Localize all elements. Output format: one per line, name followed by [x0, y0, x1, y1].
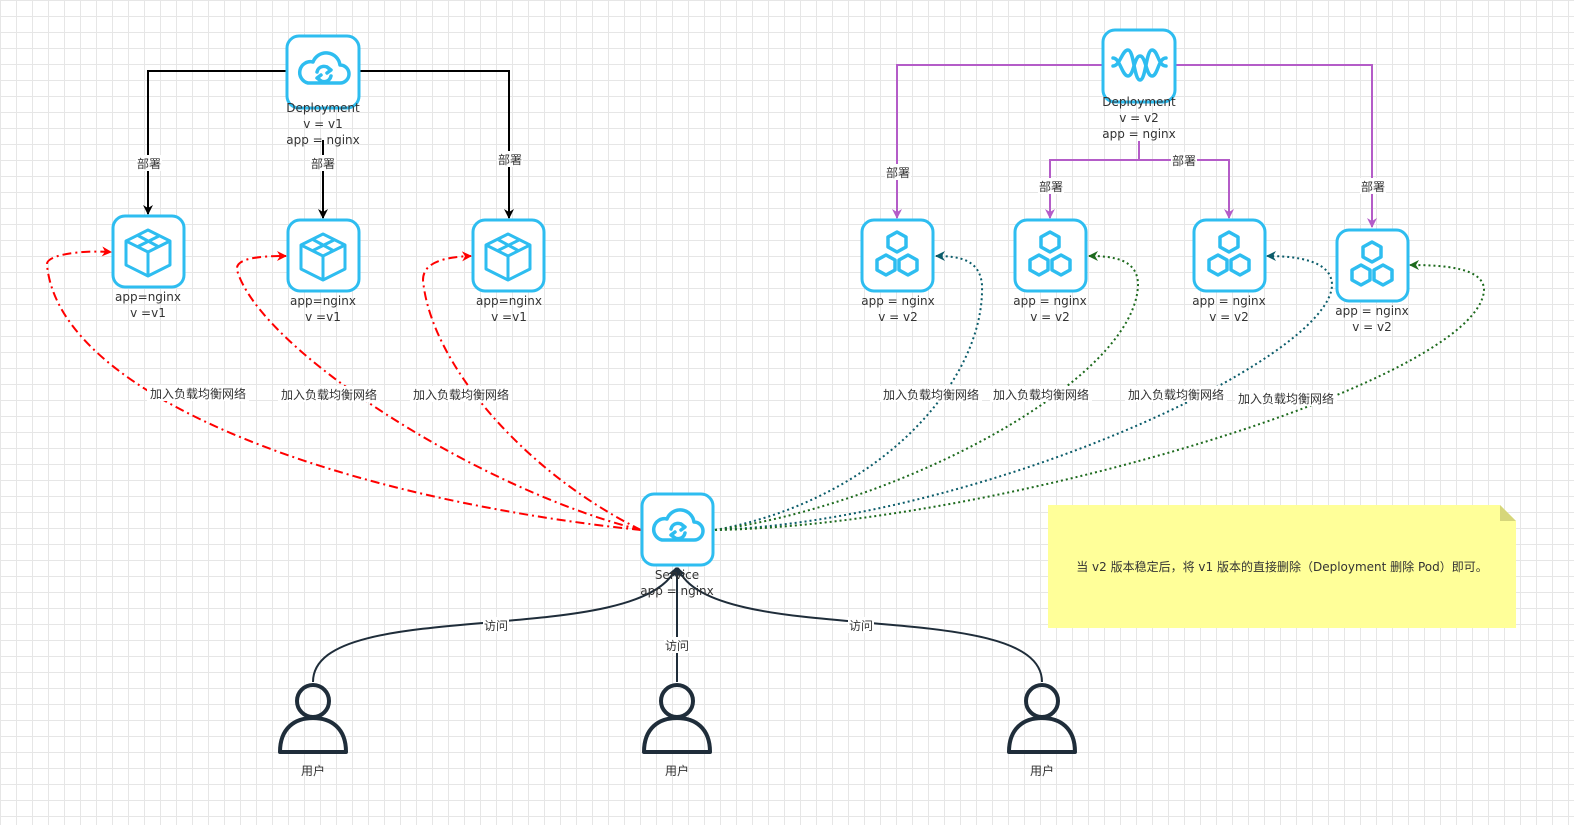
user-label: 用户 — [301, 763, 325, 778]
edge-lb-v2-pod4 — [714, 260, 1486, 531]
edge-label-join-lb: 加入负载均衡网络 — [1238, 391, 1334, 406]
pod-v2-1[interactable]: app = nginx v = v2 — [860, 218, 935, 324]
deployment-v1-label-line3: app = nginx — [286, 133, 360, 147]
cloud-sync-icon — [652, 508, 705, 542]
edge-label-access: 访问 — [484, 619, 508, 633]
deployment-v2-label-line1: Deployment — [1102, 95, 1176, 109]
deployment-v1-label-line1: Deployment — [286, 101, 360, 115]
hexagon-cluster-icon — [1028, 230, 1072, 277]
hexagon-cluster-icon — [875, 230, 919, 277]
edge-label-join-lb: 加入负载均衡网络 — [150, 386, 246, 401]
user-icon — [1007, 683, 1077, 754]
pod-v2-label-line2: v = v2 — [878, 310, 918, 324]
pod-v1-label-line2: v =v1 — [130, 306, 166, 320]
pod-v2-4[interactable]: app = nginx v = v2 — [1335, 228, 1410, 334]
user-label: 用户 — [1030, 763, 1054, 778]
deployment-v2-label-line3: app = nginx — [1102, 127, 1176, 141]
edge-deploy-v1-pod1 — [143, 70, 287, 215]
user-2[interactable]: 用户 — [642, 683, 712, 778]
deployment-v1-node[interactable]: Deployment v = v1 app = nginx — [285, 34, 361, 147]
pod-v1-1[interactable]: app=nginx v =v1 — [111, 214, 186, 320]
pod-v1-label-line2: v =v1 — [491, 310, 527, 324]
edge-deploy-v2-pod1 — [892, 64, 1102, 219]
edge-access-user1 — [312, 567, 677, 683]
cloud-sync-icon — [298, 51, 351, 85]
hexagon-cluster-icon — [1207, 230, 1251, 277]
cube-icon — [484, 232, 532, 282]
edge-label-access: 访问 — [849, 619, 873, 633]
pod-v1-label-line1: app=nginx — [476, 294, 542, 308]
edge-deploy-v2-pod3 — [1139, 159, 1234, 219]
pod-v2-label-line1: app = nginx — [1192, 294, 1266, 308]
edge-label-join-lb: 加入负载均衡网络 — [883, 387, 979, 402]
pod-v2-label-line1: app = nginx — [1335, 304, 1409, 318]
edge-label-join-lb: 加入负载均衡网络 — [993, 387, 1089, 402]
pod-v1-2[interactable]: app=nginx v =v1 — [286, 218, 361, 324]
edge-label-deploy: 部署 — [311, 156, 335, 171]
service-node[interactable]: Service app = nginx — [640, 492, 715, 598]
pod-v1-label-line1: app=nginx — [290, 294, 356, 308]
edge-deploy-v2-pod4 — [1175, 64, 1377, 228]
pod-v1-3[interactable]: app=nginx v =v1 — [471, 218, 546, 324]
pod-v2-label-line2: v = v2 — [1209, 310, 1249, 324]
edge-lb-v1-pod1 — [46, 246, 642, 531]
sticky-note[interactable]: 当 v2 版本稳定后，将 v1 版本的直接删除（Deployment 删除 Po… — [1048, 505, 1516, 628]
edge-label-deploy: 部署 — [886, 165, 910, 180]
pod-v2-label-line1: app = nginx — [861, 294, 935, 308]
edge-lb-v2-pod3 — [714, 251, 1334, 531]
edge-label-access: 访问 — [665, 639, 689, 653]
hexagon-cluster-icon — [1350, 240, 1394, 287]
cube-icon — [124, 228, 172, 278]
edge-label-deploy: 部署 — [498, 152, 522, 167]
cube-icon — [299, 232, 347, 282]
pod-v2-label-line2: v = v2 — [1352, 320, 1392, 334]
edge-label-join-lb: 加入负载均衡网络 — [281, 387, 377, 402]
edge-label-join-lb: 加入负载均衡网络 — [1128, 387, 1224, 402]
service-label-line1: Service — [655, 568, 699, 582]
edge-label-deploy: 部署 — [1361, 179, 1385, 194]
deployment-v2-node[interactable]: Deployment v = v2 app = nginx — [1101, 28, 1177, 141]
user-icon — [278, 683, 348, 754]
v2-lb-edges — [714, 251, 1486, 531]
edge-label-deploy: 部署 — [137, 156, 161, 171]
edge-lb-v1-pod3 — [421, 251, 642, 531]
edge-label-join-lb: 加入负载均衡网络 — [413, 387, 509, 402]
pod-v1-label-line1: app=nginx — [115, 290, 181, 304]
deployment-v2-label-line2: v = v2 — [1119, 111, 1159, 125]
pod-v2-3[interactable]: app = nginx v = v2 — [1192, 218, 1267, 324]
edge-label-deploy: 部署 — [1039, 179, 1063, 194]
service-label-line2: app = nginx — [640, 584, 714, 598]
edge-deploy-v1-pod3 — [359, 70, 514, 219]
edge-labels: 部署 部署 部署 部署 部署 部署 部署 加入负载均衡网络 加入负载均衡网络 加… — [136, 151, 1386, 653]
pod-v2-2[interactable]: app = nginx v = v2 — [1013, 218, 1088, 324]
deployment-v1-label-line2: v = v1 — [303, 117, 343, 131]
pod-v2-label-line1: app = nginx — [1013, 294, 1087, 308]
pod-v1-label-line2: v =v1 — [305, 310, 341, 324]
user-1[interactable]: 用户 — [278, 683, 348, 778]
wave-icon — [1111, 48, 1168, 82]
edge-label-deploy: 部署 — [1172, 153, 1196, 168]
edge-lb-v2-pod2 — [714, 251, 1140, 531]
edge-lb-v2-pod1 — [714, 251, 984, 531]
user-3[interactable]: 用户 — [1007, 683, 1077, 778]
user-icon — [642, 683, 712, 754]
user-label: 用户 — [665, 763, 689, 778]
note-text: 当 v2 版本稳定后，将 v1 版本的直接删除（Deployment 删除 Po… — [1076, 560, 1488, 574]
v1-lb-edges — [46, 246, 642, 531]
pod-v2-label-line2: v = v2 — [1030, 310, 1070, 324]
